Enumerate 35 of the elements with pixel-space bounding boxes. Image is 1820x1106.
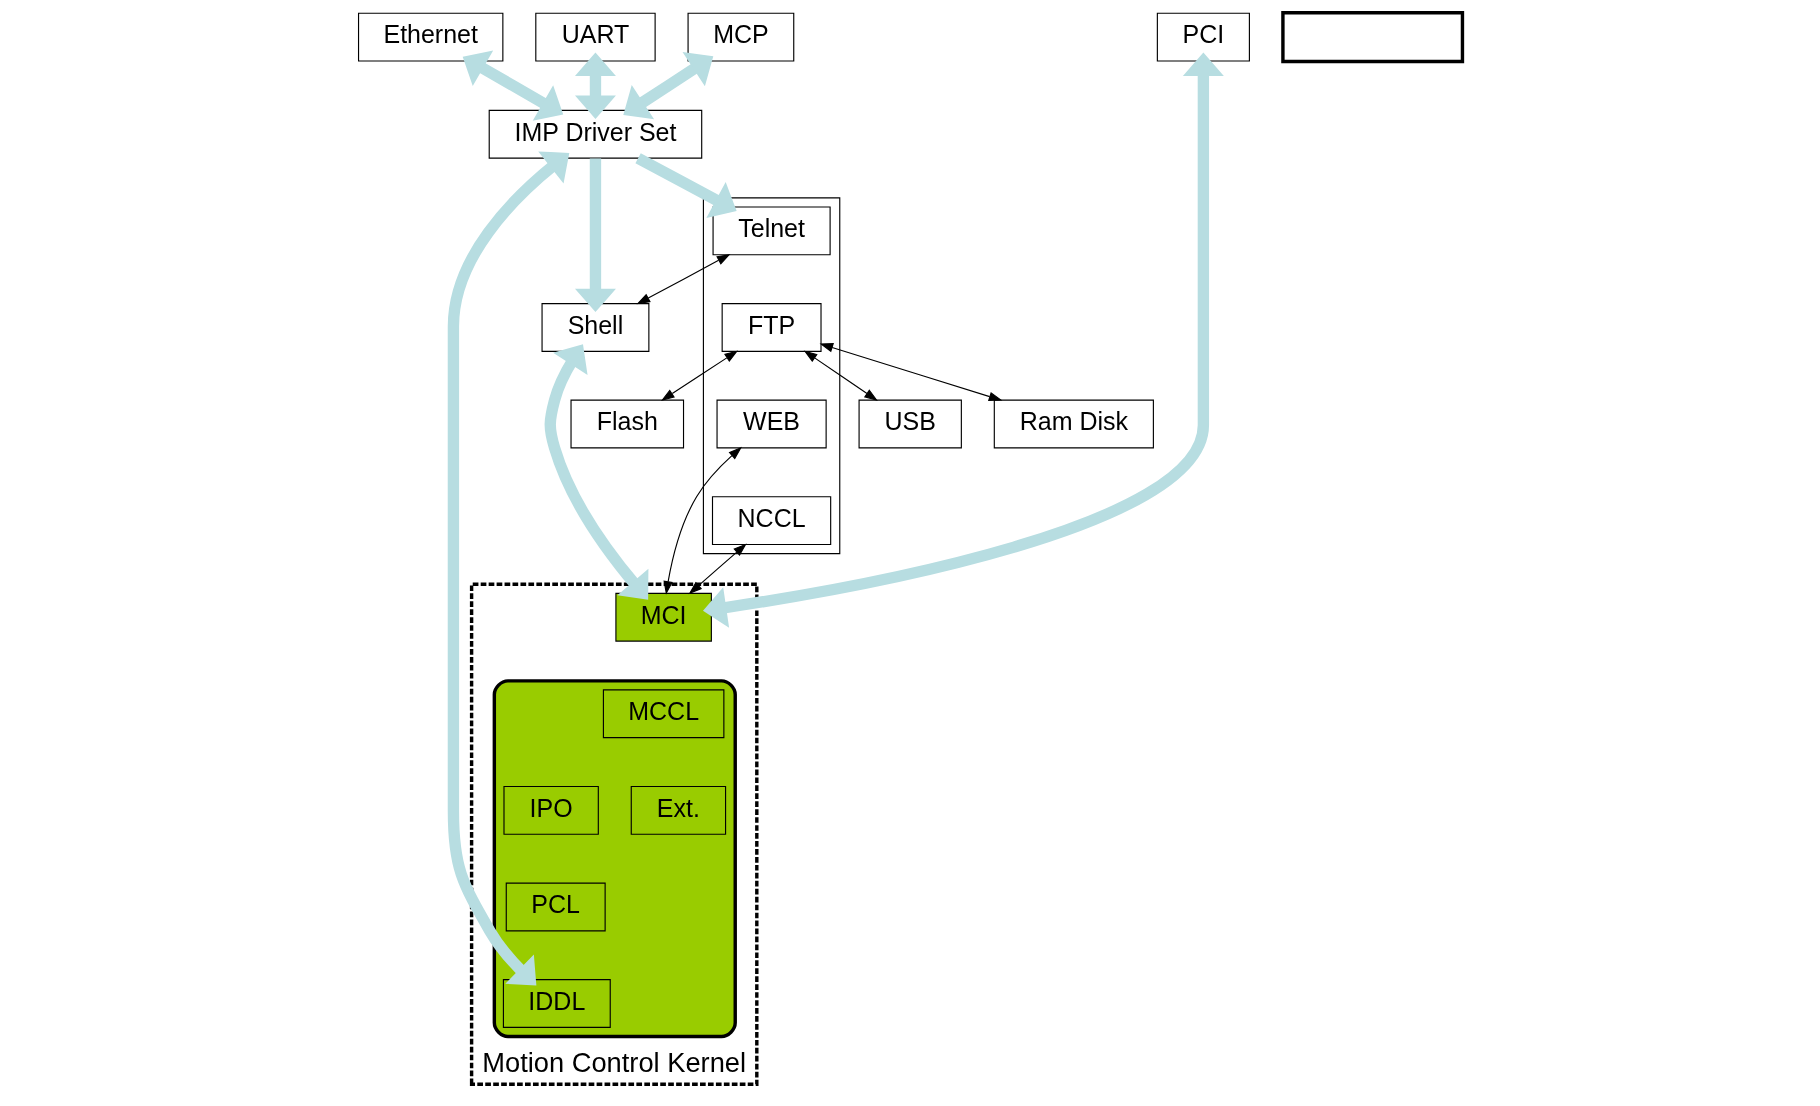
arrow — [660, 350, 738, 401]
node-box: PCL — [505, 882, 606, 932]
node-box: Shell — [541, 303, 649, 352]
arrow — [462, 50, 563, 121]
node-box: Flash — [569, 399, 684, 449]
node-box: Ram Disk — [993, 399, 1154, 449]
arrow — [662, 446, 742, 595]
arrow — [819, 343, 1002, 402]
node-box: IMP Driver Set — [488, 109, 702, 159]
arrow — [702, 52, 1224, 628]
node-box: IPO — [502, 785, 599, 835]
arrow — [574, 158, 616, 313]
node-box — [1280, 11, 1464, 64]
node-box: Telnet — [712, 206, 831, 256]
arrow — [688, 543, 747, 595]
arrow — [634, 153, 737, 218]
node-box: NCCL — [711, 496, 831, 546]
node-box: MCI — [614, 592, 712, 642]
arrow — [544, 344, 648, 600]
node-box: UART — [534, 12, 656, 62]
node-box: FTP — [721, 303, 822, 352]
arrow — [622, 51, 713, 120]
arrow — [574, 52, 616, 119]
arrow — [636, 254, 730, 305]
cluster — [492, 679, 737, 1039]
arrow — [447, 151, 569, 986]
node-box: PCI — [1156, 12, 1250, 62]
arrow — [803, 350, 878, 401]
node-box: Ethernet — [357, 12, 503, 62]
node-box: Ext. — [630, 785, 726, 835]
node-box: MCP — [687, 12, 794, 62]
node-box: IDDL — [502, 979, 611, 1028]
node-box: MCCL — [602, 689, 724, 739]
node-box: USB — [858, 399, 962, 449]
node-box: WEB — [715, 399, 827, 449]
